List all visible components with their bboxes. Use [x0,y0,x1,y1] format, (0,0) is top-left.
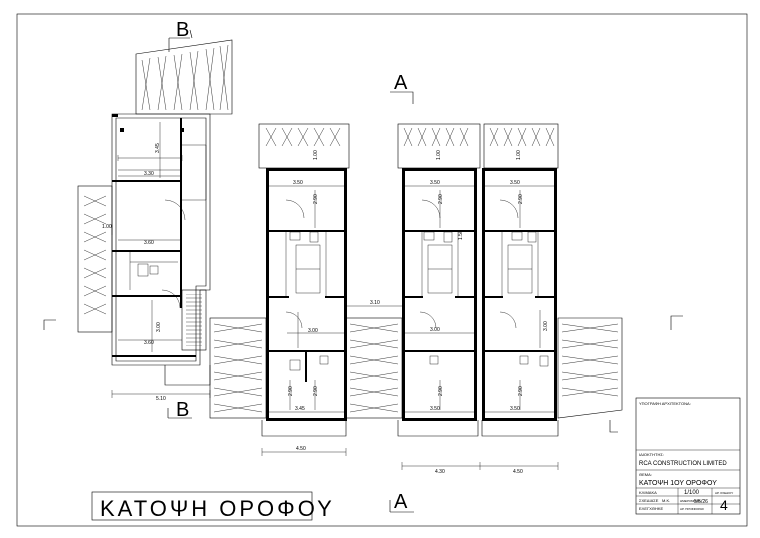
dim-u3-4: 3.00 [543,321,549,331]
dim-left-5: 3.00 [156,322,162,332]
dim-left-3: 1.00 [102,224,112,230]
dim-u3-6: 3.50 [510,406,520,412]
dim-u1-3: 2.90 [313,194,319,204]
tb-drawn-label: ΣΧΕΔΙΑΣΕ [639,498,659,503]
tb-subject: ΚΑΤΟΨΗ 1ΟΥ ΟΡΟΦΟΥ [639,480,717,487]
dim-u2-1: 1.00 [436,150,442,160]
tb-owner-label: ΙΔΙΟΚΤΗΤΗΣ: [639,452,664,457]
tb-date-label: ΗΜΕΡΟΜΗΝΙΑ [680,499,701,503]
plan-title: ΚΑΤΟΨΗ ΟΡΟΦΟΥ [100,496,335,521]
dim-left-7: 5.10 [156,396,166,402]
section-label-a-bottom: A [394,491,408,513]
section-label-b-top: B [176,19,189,41]
tb-scale-label: ΚΛΙΜΑΚΑ [639,490,657,495]
dim-u1-2: 3.50 [293,180,303,186]
dim-u1-4: 3.00 [308,328,318,334]
unit-2 [397,123,481,437]
dim-u3-2: 3.50 [510,180,520,186]
section-tick-bottom-right [609,420,618,433]
tb-architect-label: ΥΠΟΓΡΑΦΗ ΑΡΧΙΤΕΚΤΟΝΑ: [639,401,691,406]
dim-u2-4: 1.50 [458,230,464,240]
tb-subject-label: ΘΕΜΑ: [639,472,652,477]
dim-br-2: 4.50 [513,469,523,475]
section-mark-b-top [168,29,193,52]
section-mark-a-top [390,91,414,104]
section-label-a-top: A [394,72,408,94]
dim-between: 3.10 [370,300,380,306]
sheet-border [16,13,748,527]
left-block [77,39,233,398]
tb-scale: 1/100 [684,490,700,496]
section-tick-left [43,319,56,330]
dim-u1-1: 1.00 [313,150,319,160]
dim-left-4: 3.60 [144,240,154,246]
dim-u2-6: 2.90 [438,386,444,396]
section-mark-a-bottom [389,500,414,513]
section-tick-right [670,315,683,330]
section-mark-b-bottom [167,408,192,419]
dim-left-2: 3.30 [144,171,154,177]
dim-left-1: 3.45 [155,143,161,153]
unit-3 [481,123,559,437]
tb-sheet-no: 4 [720,497,728,513]
tb-sheet-no-label: ΑΡ. ΣΧΕΔΙΟΥ [715,491,733,495]
dim-u2-7: 3.50 [430,406,440,412]
tb-date: 5/5/26 [694,499,708,505]
title-block [635,397,741,515]
tb-drawn: Μ.Κ. [662,498,670,503]
dim-left-6: 3.60 [144,340,154,346]
dim-u1-6: 2.90 [288,386,294,396]
tb-order-label: ΑΡ. ΠΡΟΣΦΟΡΑΣ [680,507,704,511]
dim-br-1: 4.30 [435,469,445,475]
dim-u2-2: 3.50 [430,180,440,186]
plan-title-frame [91,491,313,521]
dim-u1-8: 4.50 [296,446,306,452]
dim-u2-5: 3.00 [430,327,440,333]
unit-1 [258,123,350,456]
section-label-b-bottom: B [176,399,189,421]
dim-u3-3: 2.90 [518,194,524,204]
tb-checked-label: ΕΛΕΓΧΘΗΚΕ [639,506,664,511]
dim-u3-1: 1.00 [516,150,522,160]
dim-u1-7: 3.45 [295,406,305,412]
dim-u1-5: 2.90 [313,386,319,396]
dim-line-bottom-right [401,462,559,470]
dim-u3-5: 2.90 [518,386,524,396]
dim-u2-3: 2.90 [438,194,444,204]
tb-owner: RCA CONSTRUCTION LIMITED [639,461,727,467]
